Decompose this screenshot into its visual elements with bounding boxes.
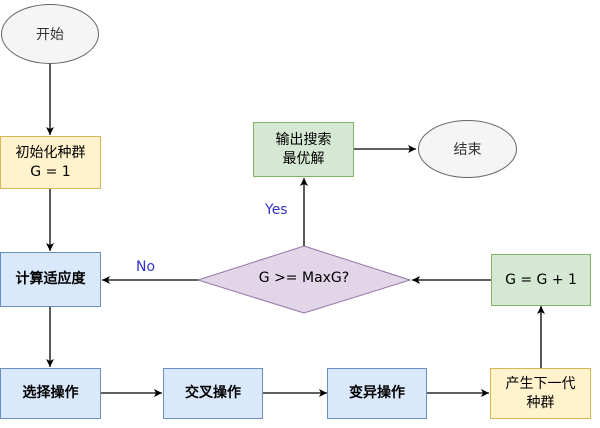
fitness-label: 计算适应度 [15, 271, 86, 287]
mutate-label: 变异操作 [349, 385, 405, 401]
crossover-process: 交叉操作 [163, 368, 263, 419]
next-gen-process: 产生下一代 种群 [490, 368, 591, 419]
next-gen-label-line1: 产生下一代 [505, 375, 576, 392]
mutate-process: 变异操作 [327, 368, 427, 419]
no-edge-label: No [136, 259, 156, 275]
increment-label: G = G + 1 [505, 271, 577, 288]
decision-label: G >= MaxG? [258, 270, 350, 286]
output-process: 输出搜索 最优解 [253, 122, 354, 177]
end-label: 结束 [453, 142, 482, 158]
start-label: 开始 [36, 27, 64, 43]
fitness-process: 计算适应度 [0, 252, 101, 307]
crossover-label: 交叉操作 [185, 385, 241, 401]
start-terminal: 开始 [1, 4, 99, 64]
output-label-line1: 输出搜索 [275, 131, 332, 148]
init-process: 初始化种群 G = 1 [0, 136, 101, 189]
decision-diamond [196, 245, 412, 314]
select-label: 选择操作 [22, 385, 79, 401]
next-gen-label-line2: 种群 [526, 394, 555, 411]
output-label-line2: 最优解 [282, 150, 325, 167]
select-process: 选择操作 [0, 368, 101, 419]
increment-process: G = G + 1 [491, 254, 591, 306]
init-label-line2: G = 1 [30, 163, 71, 180]
init-label-line1: 初始化种群 [15, 144, 86, 161]
end-terminal: 结束 [418, 120, 517, 178]
yes-edge-label: Yes [265, 202, 288, 218]
